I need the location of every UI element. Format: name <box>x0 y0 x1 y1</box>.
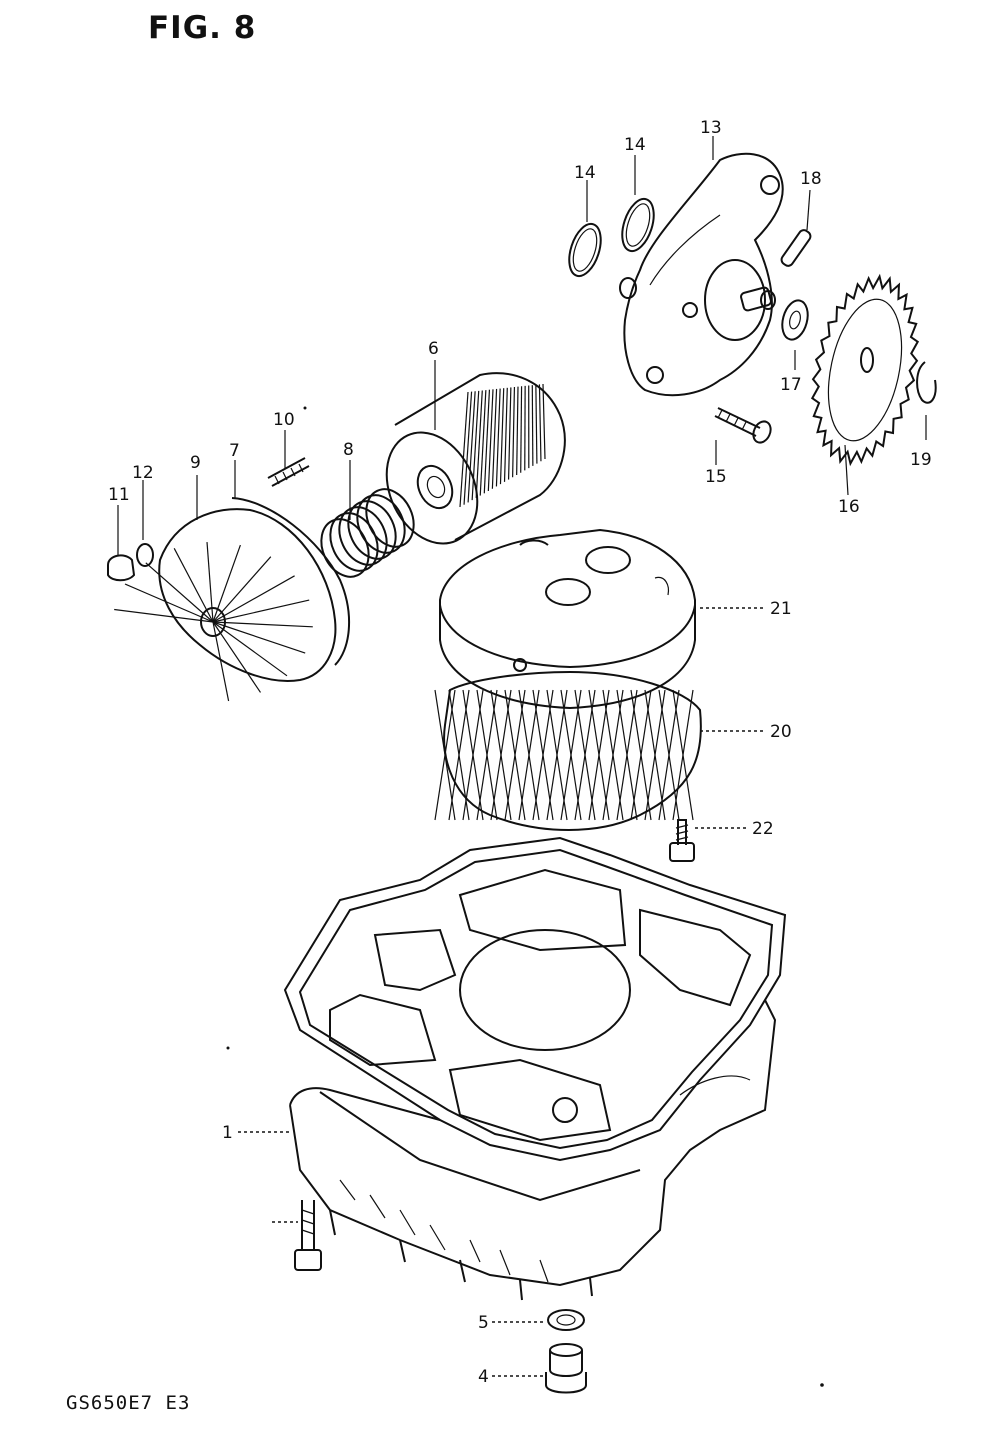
label-10: 10 <box>273 410 295 430</box>
label-5: 5 <box>478 1313 489 1333</box>
oil-pump-body <box>619 152 784 397</box>
label-15: 15 <box>705 467 727 487</box>
circlip-19 <box>916 361 937 404</box>
washer-17 <box>781 299 809 341</box>
label-12: 12 <box>132 463 154 483</box>
pump-pin <box>780 229 812 267</box>
strainer-screen <box>434 670 702 831</box>
pump-screw <box>714 407 772 444</box>
label-11: 11 <box>108 485 130 505</box>
washer-12 <box>136 543 154 567</box>
strainer-bolt <box>669 819 695 862</box>
filter-spring <box>320 488 415 578</box>
pan-bolt <box>294 1200 322 1271</box>
label-7: 7 <box>229 441 240 461</box>
filter-cover <box>114 508 337 702</box>
label-1: 1 <box>222 1123 233 1143</box>
label-21: 21 <box>770 599 792 619</box>
label-22: 22 <box>752 819 774 839</box>
label-18: 18 <box>800 169 822 189</box>
label-17: 17 <box>780 375 802 395</box>
label-13: 13 <box>700 118 722 138</box>
oil-filter <box>385 372 566 545</box>
label-14a: 14 <box>574 163 596 183</box>
model-code: GS650E7 E3 <box>66 1392 191 1414</box>
label-14b: 14 <box>624 135 646 155</box>
cover-o-ring <box>231 497 351 666</box>
label-6: 6 <box>428 339 439 359</box>
cap-nut <box>107 554 136 582</box>
drain-plug <box>545 1343 587 1394</box>
label-9: 9 <box>190 453 201 473</box>
o-ring-14a <box>568 222 602 278</box>
leader-lines <box>117 136 927 1377</box>
drain-washer <box>547 1309 585 1331</box>
oil-pump-gear <box>810 273 920 467</box>
figure-title: FIG. 8 <box>148 10 257 46</box>
label-20: 20 <box>770 722 792 742</box>
oil-pan <box>283 836 787 1301</box>
label-16: 16 <box>838 497 860 517</box>
label-4: 4 <box>478 1367 489 1387</box>
stud-bolt <box>267 457 310 487</box>
label-19: 19 <box>910 450 932 470</box>
o-ring-14b <box>621 197 655 253</box>
label-8: 8 <box>343 440 354 460</box>
